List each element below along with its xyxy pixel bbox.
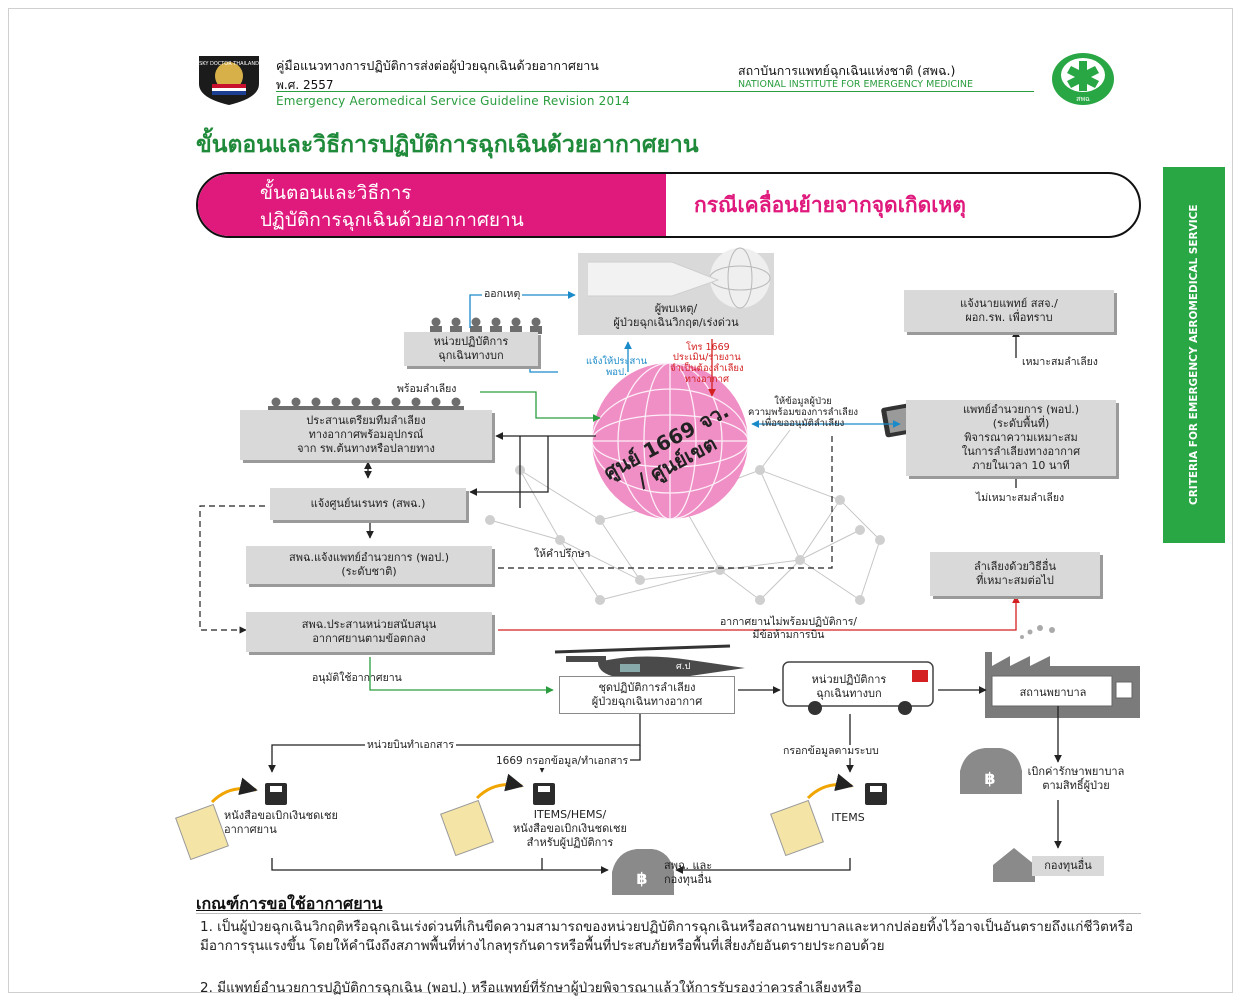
floppy-icon — [865, 783, 887, 805]
doc-items-node: ITEMS/HEMS/ หนังสือขอเบิกเงินชดเชย สำหรั… — [513, 808, 627, 849]
witness-graphic — [578, 247, 774, 335]
logo-text: SKY DOCTOR THAILAND — [199, 61, 259, 67]
document-icon — [175, 803, 229, 861]
house-icon — [993, 848, 1035, 882]
red-arrows — [498, 339, 1020, 631]
other-method-node: ลำเลียงด้วยวิธีอื่น ที่เหมาะสมต่อไป — [930, 552, 1100, 596]
label-incident: ออกเหตุ — [482, 288, 523, 301]
niems-coordinate-support-node: สพฉ.ประสานหน่วยสนับสนุน อากาศยานตามข้อตก… — [246, 612, 492, 652]
banner-right: กรณีเคลื่อนย้ายจากจุดเกิดเหตุ — [694, 192, 966, 217]
header-rule — [276, 91, 1034, 92]
floppy-icon — [265, 783, 287, 805]
header-year: พ.ศ. 2557 — [276, 78, 334, 92]
ground-ambulance-node: หน่วยปฏิบัติการ ฉุกเฉินทางบก — [811, 673, 887, 700]
dashed-lines — [199, 436, 833, 634]
banner-left: ขั้นตอนและวิธีการ ปฏิบัติการฉุกเฉินด้วยอ… — [198, 174, 666, 236]
helicopter-tail-mark: ศ.ป — [676, 662, 691, 672]
curved-arrow-icon — [210, 773, 854, 804]
notify-narenthorn-node: แจ้งศูนย์นเรนทร (สพฉ.) — [270, 488, 466, 520]
process-banner: ขั้นตอนและวิธีการ ปฏิบัติการฉุกเฉินด้วยอ… — [196, 172, 1141, 238]
label-call-1669: โทร 1669 — [686, 342, 730, 353]
label-approve: อนุมัติใช้อากาศยาน — [312, 672, 402, 684]
hospital-icon — [985, 625, 1140, 718]
floppy-icon — [533, 783, 555, 805]
label-ready-transport: พร้อมลำเลียง — [395, 383, 459, 396]
label-assess: ประเมิน/รายงาน จำเป็นต้องลำเลียง ทางอากา… — [670, 352, 744, 385]
label-suitable: เหมาะสมลำเลียง — [1022, 356, 1098, 368]
svg-text:฿: ฿ — [984, 769, 995, 788]
niems-fund-node: สพฉ. และ กองทุนอื่น — [664, 859, 713, 886]
section-title: ขั้นตอนและวิธีการปฏิบัติการฉุกเฉินด้วยอา… — [196, 131, 699, 158]
label-notify-coordinate: แจ้งให้ประสาน พอป. — [586, 356, 648, 378]
crowd-icon — [268, 397, 464, 412]
header-english-title: Emergency Aeromedical Service Guideline … — [276, 94, 630, 108]
org-name-english: NATIONAL INSTITUTE FOR EMERGENCY MEDICIN… — [738, 79, 973, 90]
page-frame — [8, 8, 1233, 993]
helicopter-icon — [554, 644, 745, 676]
hospital-node: สถานพยาบาล — [1019, 686, 1087, 699]
logo-text: สพฉ — [1076, 95, 1090, 103]
header-title: คู่มือแนวทางการปฏิบัติการส่งต่อผู้ป่วยฉุ… — [276, 58, 599, 73]
label-give-info: ให้ข้อมูลผู้ป่วย ความพร้อมของการลำเลียง … — [748, 396, 859, 429]
org-name-thai: สถาบันการแพทย์ฉุกเฉินแห่งชาติ (สพฉ.) — [738, 63, 956, 78]
sky-doctor-logo: SKY DOCTOR THAILAND — [199, 56, 259, 105]
label-flight-unit-docs: หน่วยบินทำเอกสาร — [365, 739, 457, 752]
banner-left-line1: ขั้นตอนและวิธีการ — [260, 182, 412, 204]
criteria-rule — [196, 913, 1141, 914]
money-bag-icon: ฿ — [612, 849, 674, 895]
niems-notify-director-node: สพฉ.แจ้งแพทย์อำนวยการ (พอป.) (ระดับชาติ) — [246, 546, 492, 584]
medical-director-node: แพทย์อำนวยการ (พอป.) (ระดับพื้นที่) พิจา… — [906, 400, 1116, 476]
label-fill-system: กรอกข้อมูลตามระบบ — [781, 745, 881, 758]
svg-text:฿: ฿ — [636, 869, 647, 888]
money-bag-icon: ฿ — [960, 748, 1022, 794]
air-team-node: ชุดปฏิบัติการลำเลียง ผู้ป่วยฉุกเฉินทางอา… — [559, 676, 735, 714]
label-not-suitable: ไม่เหมาะสมลำเลียง — [976, 492, 1065, 504]
doc-aviation-node: หนังสือขอเบิกเงินชดเชย อากาศยาน — [224, 809, 338, 836]
coordinate-team-node: ประสานเตรียมทีมลำเลียง ทางอากาศพร้อมอุปก… — [240, 410, 492, 460]
other-fund-node: กองทุนอื่น — [1032, 856, 1104, 876]
green-arrows — [369, 391, 601, 694]
criteria-heading: เกณฑ์การขอใช้อากาศยาน — [196, 894, 383, 913]
ground-unit-node: หน่วยปฏิบัติการ ฉุกเฉินทางบก — [404, 332, 538, 366]
ambulance-icon — [782, 661, 934, 715]
criteria-item: 1. เป็นผู้ป่วยฉุกเฉินวิกฤติหรือฉุกเฉินเร… — [200, 919, 1134, 954]
doc-items2-node: ITEMS — [831, 811, 865, 824]
label-fill-1669: 1669 กรอกข้อมูล/ทำเอกสาร — [494, 755, 631, 768]
crowd-icon — [430, 317, 542, 334]
label-consult: ให้คำปรึกษา — [534, 548, 591, 560]
banner-left-line2: ปฏิบัติการฉุกเฉินด้วยอากาศยาน — [260, 209, 524, 231]
witness-node: ผู้พบเหตุ/ ผู้ป่วยฉุกเฉินวิกฤต/เร่งด่วน — [613, 302, 739, 329]
document-icon — [770, 799, 824, 857]
criteria-item: 2. มีแพทย์อำนวยการปฏิบัติการฉุกเฉิน (พอป… — [200, 980, 862, 996]
document-icon — [440, 799, 494, 857]
globe: ศูนย์ 1669 จว./ ศูนย์เขต — [591, 362, 749, 520]
label-aircraft-not-ready: อากาศยานไม่พร้อมปฏิบัติการ/ มีข้อห้ามการ… — [720, 616, 857, 641]
claim-rights-node: เบิกค่ารักษาพยาบาล ตามสิทธิ์ผู้ป่วย — [1027, 765, 1125, 792]
niems-logo: สพฉ — [1052, 53, 1114, 105]
notify-doctor-node: แจ้งนายแพทย์ สสจ./ ผอก.รพ. เพื่อทราบ — [904, 290, 1114, 332]
